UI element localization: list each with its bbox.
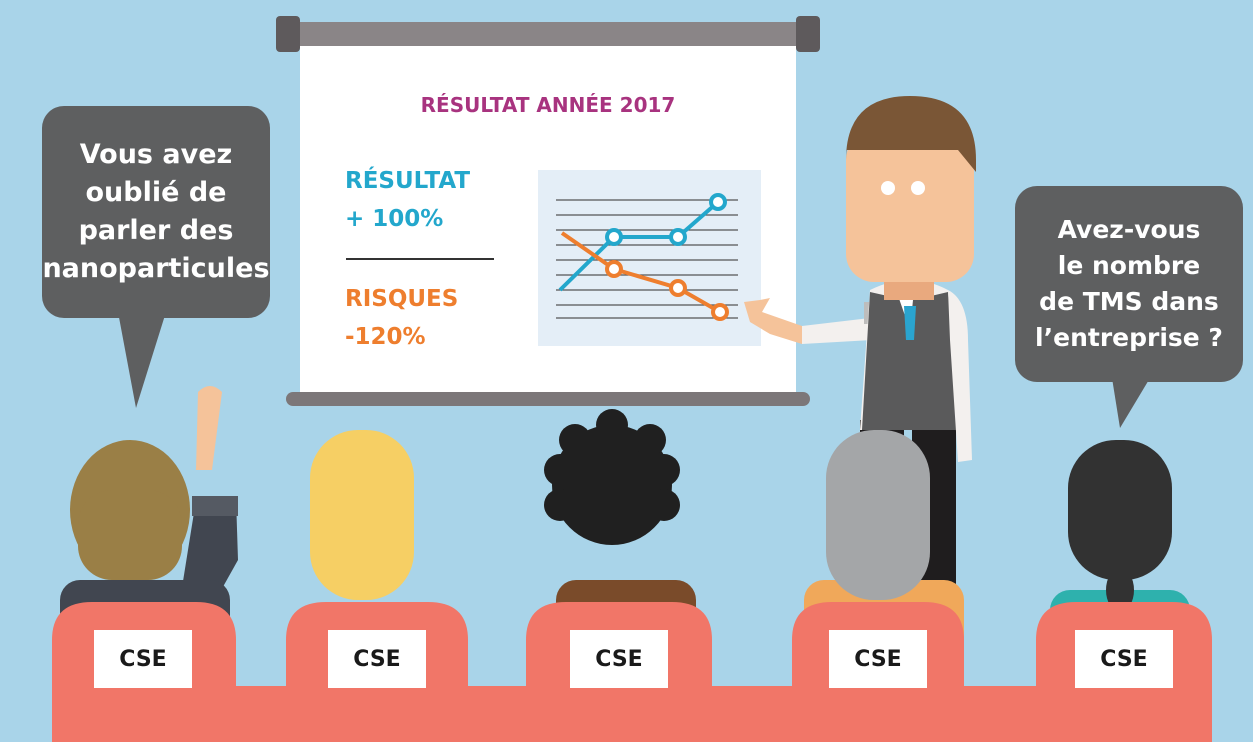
bubble-left-tail	[118, 312, 166, 408]
result-point	[605, 228, 623, 246]
screen-mini-chart	[538, 170, 761, 346]
risk-value: -120%	[345, 324, 426, 350]
result-value: + 100%	[345, 206, 444, 232]
speech-bubble-left: Vous avez oublié de parler des nanoparti…	[42, 106, 270, 318]
result-point	[709, 193, 727, 211]
result-point	[669, 228, 687, 246]
seat-label: CSE	[829, 630, 927, 688]
result-label: RÉSULTAT	[345, 168, 471, 194]
seat-label: CSE	[94, 630, 192, 688]
speech-bubble-left-text: Vous avez oublié de parler des nanoparti…	[42, 139, 270, 284]
risk-label: RISQUES	[345, 286, 459, 312]
risk-point	[711, 303, 729, 321]
risk-line	[560, 231, 721, 314]
seat-label: CSE	[328, 630, 426, 688]
bubble-right-tail	[1112, 378, 1150, 428]
seat-label: CSE	[1075, 630, 1173, 688]
risk-point	[605, 260, 623, 278]
screen-title: RÉSULTAT ANNÉE 2017	[420, 93, 676, 117]
speech-bubble-right: Avez-vous le nombre de TMS dans l’entrep…	[1015, 186, 1243, 382]
speech-bubble-right-text: Avez-vous le nombre de TMS dans l’entrep…	[1035, 215, 1223, 352]
result-line	[558, 200, 720, 292]
risk-point	[669, 279, 687, 297]
seat-label: CSE	[570, 630, 668, 688]
